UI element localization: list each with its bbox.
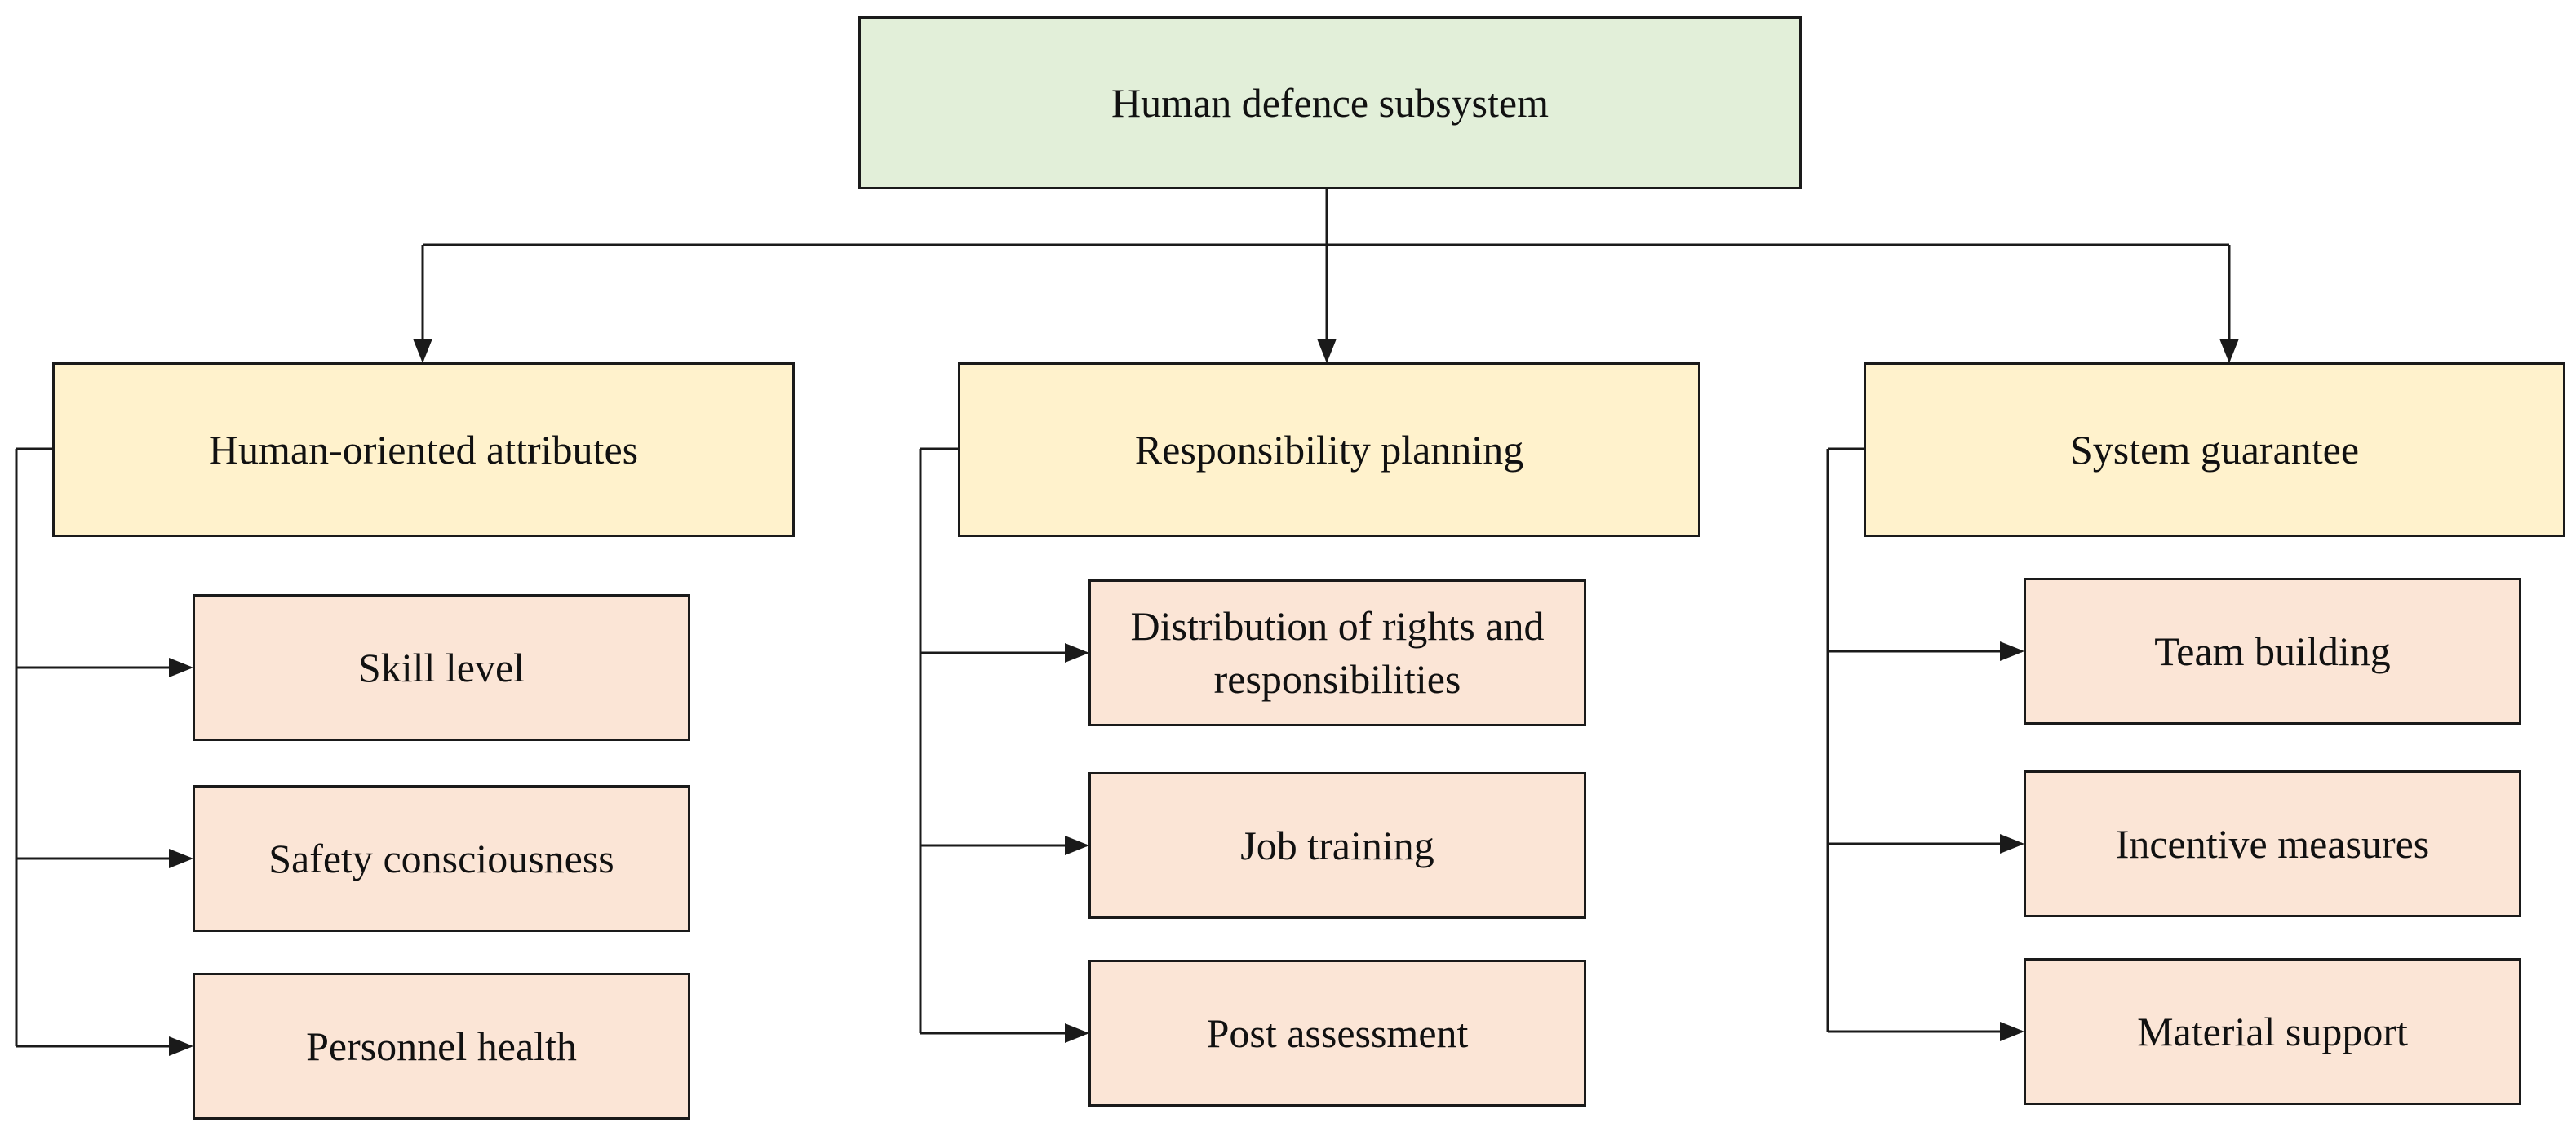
category-1-branch-lines (15, 447, 193, 1056)
root-branch-lines (413, 189, 2239, 363)
category-node-system-guarantee: System guarantee (1864, 362, 2565, 537)
item-node-job-training: Job training (1088, 772, 1586, 919)
category-node-responsibility-planning: Responsibility planning (958, 362, 1700, 537)
item-node-incentive-measures: Incentive measures (2024, 770, 2521, 917)
category-label: Responsibility planning (1134, 426, 1524, 473)
item-label: Material support (2137, 1008, 2408, 1054)
item-label: Skill level (357, 644, 525, 690)
item-node-material-support: Material support (2024, 958, 2521, 1105)
item-label: Safety consciousness (268, 835, 614, 881)
category-2-branch-lines (919, 447, 1089, 1043)
item-label: Job training (1240, 822, 1434, 868)
root-label: Human defence subsystem (1111, 79, 1549, 126)
item-label: Personnel health (306, 1023, 577, 1069)
category-node-human-oriented-attributes: Human-oriented attributes (52, 362, 795, 537)
root-node: Human defence subsystem (858, 16, 1802, 189)
item-label: Team building (2154, 628, 2391, 674)
item-node-post-assessment: Post assessment (1088, 960, 1586, 1107)
category-3-branch-lines (1826, 447, 2024, 1041)
item-node-distribution-of-rights: Distribution of rights and responsibilit… (1088, 579, 1586, 726)
item-label: Incentive measures (2115, 820, 2430, 867)
item-node-team-building: Team building (2024, 578, 2521, 725)
item-node-skill-level: Skill level (193, 594, 690, 741)
item-node-personnel-health: Personnel health (193, 973, 690, 1120)
item-label: Distribution of rights and responsibilit… (1130, 603, 1545, 702)
category-label: System guarantee (2069, 426, 2360, 473)
item-node-safety-consciousness: Safety consciousness (193, 785, 690, 932)
category-label: Human-oriented attributes (208, 426, 639, 473)
item-label: Post assessment (1206, 1009, 1469, 1056)
